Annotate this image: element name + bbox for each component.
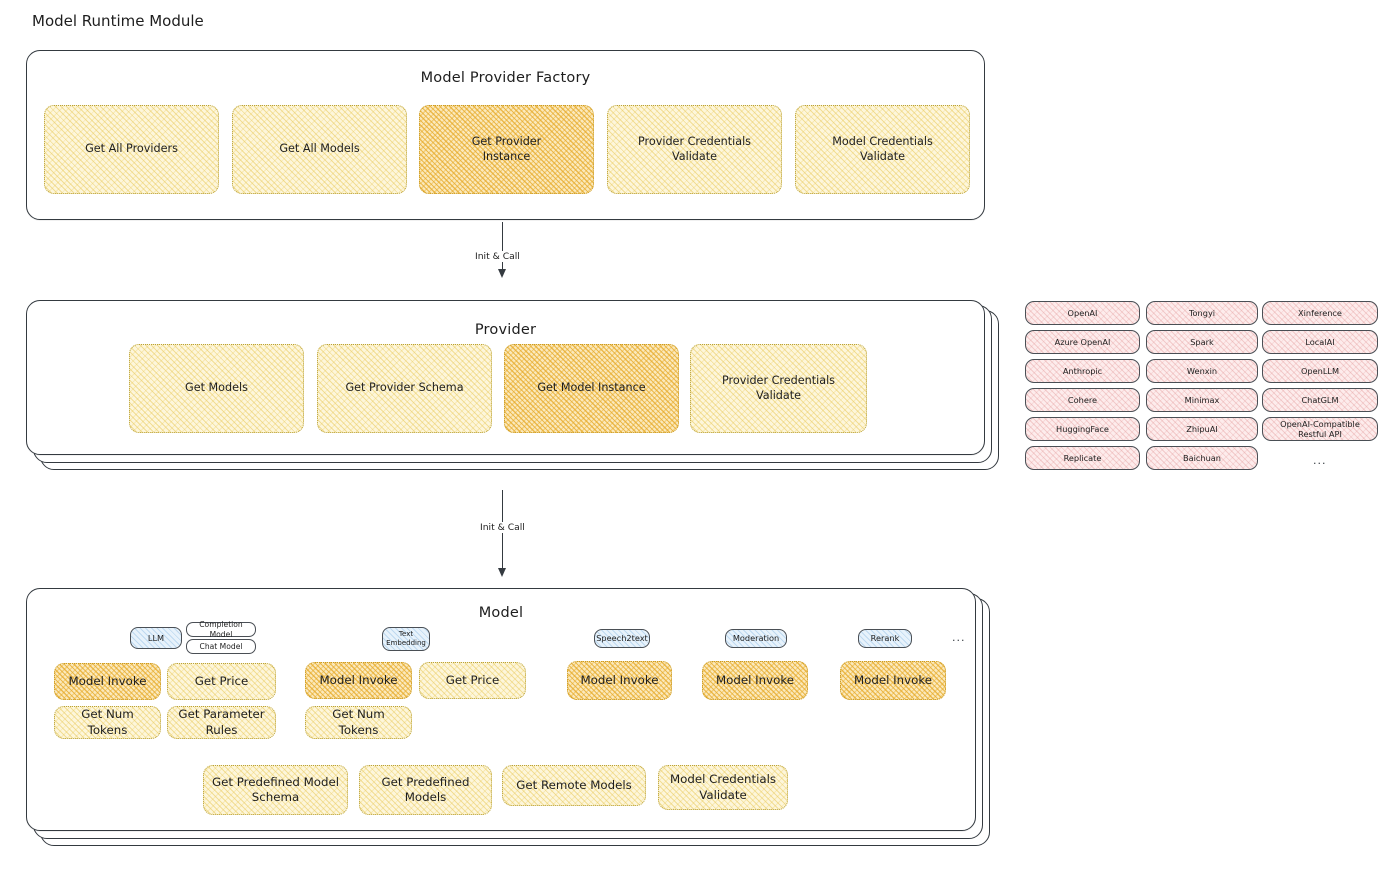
- factory-node-get-provider-instance[interactable]: Get Provider Instance: [419, 105, 594, 194]
- arrow-label-init-call-2: Init & Call: [477, 522, 528, 533]
- arrow-provider-to-model-line-lower: [502, 538, 504, 570]
- provider-node-get-model-instance[interactable]: Get Model Instance: [504, 344, 679, 433]
- model-type-chip-rerank[interactable]: Rerank: [858, 629, 912, 648]
- provider-node-get-provider-schema[interactable]: Get Provider Schema: [317, 344, 492, 433]
- provider-chip-openai-compatible-restful-api[interactable]: OpenAI-Compatible Restful API: [1262, 417, 1378, 441]
- provider-chip-wenxin[interactable]: Wenxin: [1146, 359, 1258, 383]
- model-shared-method-model-credentials-validate[interactable]: Model Credentials Validate: [658, 765, 788, 810]
- factory-node-get-all-providers[interactable]: Get All Providers: [44, 105, 219, 194]
- model-type-chip-llm[interactable]: LLM: [130, 627, 182, 649]
- provider-chip-minimax[interactable]: Minimax: [1146, 388, 1258, 412]
- provider-chip-tongyi[interactable]: Tongyi: [1146, 301, 1258, 325]
- model-type-chip-speech2text[interactable]: Speech2text: [594, 629, 650, 648]
- arrow-factory-to-provider-head: [497, 269, 506, 278]
- model-method-text-embedding-model-invoke[interactable]: Model Invoke: [305, 662, 412, 699]
- provider-chip-huggingface[interactable]: HuggingFace: [1025, 417, 1140, 441]
- factory-node-provider-credentials-validate[interactable]: Provider Credentials Validate: [607, 105, 782, 194]
- page-title: Model Runtime Module: [32, 12, 204, 30]
- model-title: Model: [478, 605, 524, 621]
- provider-node-get-models[interactable]: Get Models: [129, 344, 304, 433]
- model-method-llm-get-price[interactable]: Get Price: [167, 663, 276, 700]
- arrow-label-init-call-1: Init & Call: [472, 251, 523, 262]
- provider-list-more-ellipsis: ...: [1313, 454, 1327, 467]
- model-shared-method-get-predefined-model-schema[interactable]: Get Predefined Model Schema: [203, 765, 348, 815]
- provider-chip-baichuan[interactable]: Baichuan: [1146, 446, 1258, 470]
- model-method-rerank-model-invoke[interactable]: Model Invoke: [840, 661, 946, 700]
- model-method-moderation-model-invoke[interactable]: Model Invoke: [702, 661, 808, 700]
- model-method-llm-get-parameter-rules[interactable]: Get Parameter Rules: [167, 706, 276, 739]
- provider-chip-xinference[interactable]: Xinference: [1262, 301, 1378, 325]
- arrow-provider-to-model-line: [502, 490, 504, 545]
- provider-chip-anthropic[interactable]: Anthropic: [1025, 359, 1140, 383]
- arrow-provider-to-model-head: [497, 568, 506, 577]
- model-types-more-ellipsis: ...: [952, 631, 966, 644]
- model-shared-method-get-remote-models[interactable]: Get Remote Models: [502, 765, 646, 806]
- model-sublabel-completion-model[interactable]: Completion Model: [186, 620, 256, 639]
- model-provider-factory-title: Model Provider Factory: [420, 70, 591, 86]
- model-method-speech2text-model-invoke[interactable]: Model Invoke: [567, 661, 672, 700]
- provider-chip-localai[interactable]: LocalAI: [1262, 330, 1378, 354]
- model-sublabel-chat-model[interactable]: Chat Model: [186, 639, 256, 654]
- model-method-llm-get-num-tokens[interactable]: Get Num Tokens: [54, 706, 161, 739]
- factory-node-model-credentials-validate[interactable]: Model Credentials Validate: [795, 105, 970, 194]
- factory-node-get-all-models[interactable]: Get All Models: [232, 105, 407, 194]
- model-type-chip-moderation[interactable]: Moderation: [725, 629, 787, 648]
- provider-chip-azure-openai[interactable]: Azure OpenAI: [1025, 330, 1140, 354]
- provider-chip-openllm[interactable]: OpenLLM: [1262, 359, 1378, 383]
- provider-node-provider-credentials-validate[interactable]: Provider Credentials Validate: [690, 344, 867, 433]
- provider-chip-spark[interactable]: Spark: [1146, 330, 1258, 354]
- model-method-text-embedding-get-num-tokens[interactable]: Get Num Tokens: [305, 706, 412, 739]
- model-method-llm-model-invoke[interactable]: Model Invoke: [54, 663, 161, 700]
- provider-chip-cohere[interactable]: Cohere: [1025, 388, 1140, 412]
- provider-chip-chatglm[interactable]: ChatGLM: [1262, 388, 1378, 412]
- provider-title: Provider: [474, 322, 537, 338]
- provider-chip-replicate[interactable]: Replicate: [1025, 446, 1140, 470]
- model-method-text-embedding-get-price[interactable]: Get Price: [419, 662, 526, 699]
- provider-chip-openai[interactable]: OpenAI: [1025, 301, 1140, 325]
- model-type-chip-text-embedding[interactable]: Text Embedding: [382, 627, 430, 651]
- provider-chip-zhipuai[interactable]: ZhipuAI: [1146, 417, 1258, 441]
- model-shared-method-get-predefined-models[interactable]: Get Predefined Models: [359, 765, 492, 815]
- arrow-factory-to-provider-line: [502, 222, 504, 272]
